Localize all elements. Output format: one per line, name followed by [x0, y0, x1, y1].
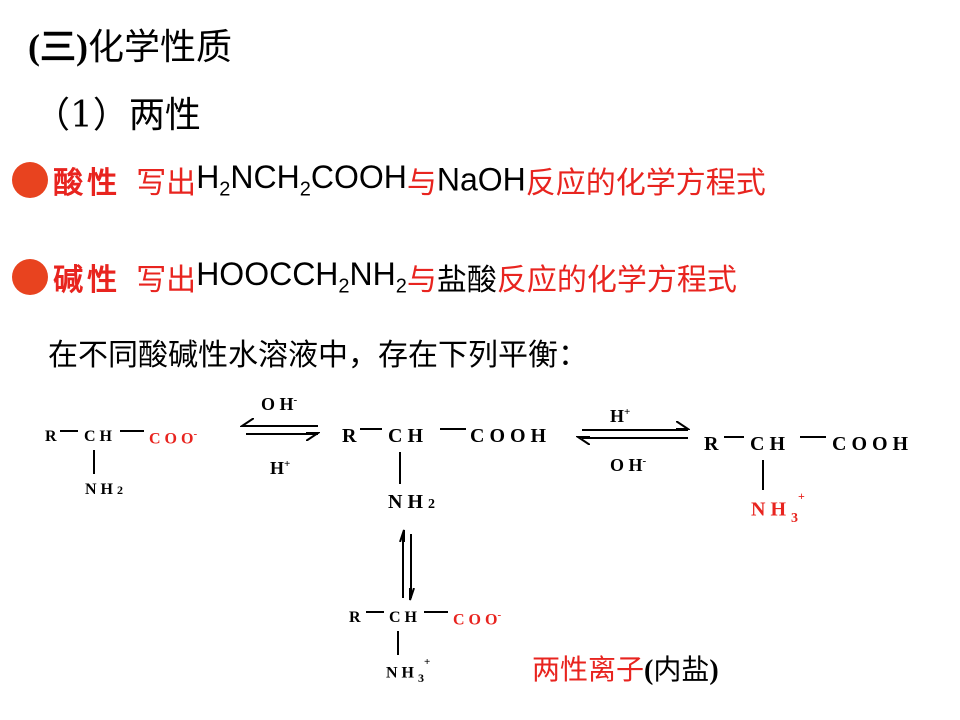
- arrow-head-icon: [576, 436, 590, 445]
- bullet-dot-icon: [12, 259, 48, 295]
- section-title: 化学性质: [87, 27, 232, 68]
- arrow-line: [246, 433, 318, 435]
- arrow1-top-cond: O H-: [261, 394, 298, 414]
- right-bond: [724, 436, 744, 438]
- arrow-line: [410, 534, 412, 598]
- center-cooh: C O O H: [470, 425, 547, 447]
- section-heading: (三)化学性质: [28, 18, 232, 70]
- left-nh2: N H 2: [85, 481, 123, 498]
- left-bond: [60, 430, 78, 432]
- left-coo: C O O-: [149, 428, 198, 448]
- center-r: R: [342, 425, 357, 447]
- acidic-reagent: NaOH: [436, 161, 526, 198]
- acidic-label: 酸性: [53, 166, 122, 201]
- center-bond: [360, 428, 382, 430]
- equilibrium-intro: 在不同酸碱性水溶液中，存在下列平衡：: [48, 338, 588, 373]
- arrow-line: [402, 534, 404, 598]
- bottom-bond: [366, 611, 384, 613]
- acidic-line: 酸性 写出H2NCH2COOH与NaOH反应的化学方程式: [12, 158, 766, 202]
- center-bond: [440, 428, 466, 430]
- left-r: R: [45, 428, 57, 445]
- subheading: （1）两性: [34, 95, 201, 136]
- arrow-head-icon: [676, 421, 690, 430]
- bottom-bond: [397, 631, 399, 655]
- right-bond: [762, 460, 764, 490]
- bullet-dot-icon: [12, 162, 48, 198]
- center-nh2: N H 2: [388, 491, 435, 513]
- acidic-write: 写出: [136, 166, 197, 201]
- right-ch: C H: [750, 433, 785, 455]
- arrow-line: [582, 437, 688, 439]
- glycine-formula-alt: HOOCCH2NH2: [196, 255, 407, 298]
- center-ch: C H: [388, 425, 423, 447]
- section-number: (三): [28, 27, 88, 67]
- basic-with: 与: [406, 263, 437, 298]
- bottom-ch: C H: [389, 609, 417, 626]
- arrow-head-icon: [409, 588, 415, 601]
- left-ch: C H: [84, 428, 112, 445]
- left-bond: [93, 450, 95, 474]
- center-bond: [399, 452, 401, 484]
- arrow-line: [582, 429, 688, 431]
- basic-write: 写出: [136, 263, 197, 298]
- bottom-nh3: N H 3+: [386, 656, 431, 686]
- arrow2-bottom-cond: O H-: [610, 455, 647, 475]
- right-nh3: N H 3+: [751, 489, 805, 526]
- acidic-with: 与: [406, 166, 437, 201]
- basic-line: 碱性 写出HOOCCH2NH2与盐酸反应的化学方程式: [12, 255, 737, 299]
- bottom-r: R: [349, 609, 361, 626]
- arrow2-top-cond: H+: [610, 406, 631, 426]
- basic-reagent: 盐酸: [436, 263, 497, 298]
- arrow-head-icon: [399, 529, 405, 542]
- arrow-head-icon: [240, 418, 254, 427]
- right-bond: [800, 436, 826, 438]
- glycine-formula: H2NCH2COOH: [196, 158, 407, 201]
- arrow-head-icon: [306, 432, 320, 441]
- basic-label: 碱性: [53, 263, 122, 298]
- left-bond: [120, 430, 144, 432]
- bottom-bond: [424, 611, 448, 613]
- right-cooh: C O O H: [832, 433, 909, 455]
- arrow-line: [246, 425, 318, 427]
- arrow1-bottom-cond: H+: [270, 458, 291, 478]
- basic-tail: 反应的化学方程式: [496, 263, 737, 298]
- zwitterion-label: 两性离子(内盐): [532, 653, 719, 686]
- acidic-tail: 反应的化学方程式: [525, 166, 766, 201]
- bottom-coo: C O O-: [453, 609, 502, 629]
- right-r: R: [704, 433, 719, 455]
